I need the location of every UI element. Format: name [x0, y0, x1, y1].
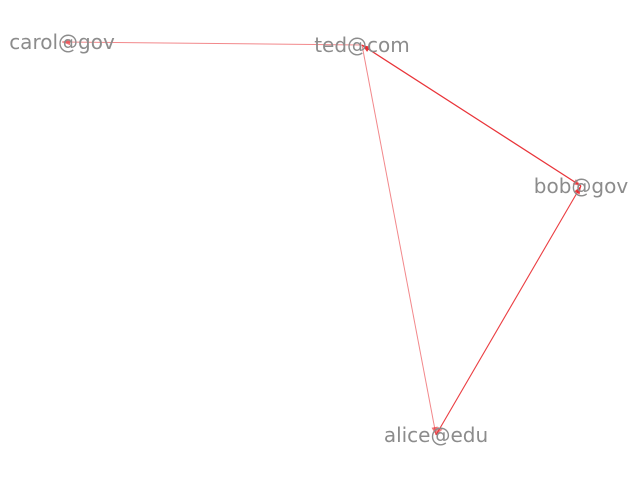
node-label-ted[interactable]: ted@com	[314, 33, 410, 57]
edge-ted-to-carol	[61, 41, 363, 46]
node-label-bob[interactable]: bob@gov	[534, 174, 629, 198]
arrowhead-alice-to-bob	[574, 186, 581, 195]
node-label-alice[interactable]: alice@edu	[384, 423, 488, 447]
arrowhead-ted-to-alice	[431, 426, 438, 435]
edge-bob-to-alice	[435, 185, 582, 436]
node-layer: carol@gov ted@com bob@gov alice@edu	[9, 30, 628, 447]
arrowhead-ted-to-bob	[572, 179, 581, 186]
edge-ted-to-bob	[361, 44, 582, 187]
edge-alice-to-bob	[435, 185, 582, 436]
arrowhead-bob-to-alice	[436, 426, 443, 435]
edge-layer	[61, 39, 582, 436]
arrowhead-ted-to-carol	[62, 39, 71, 46]
edge-ted-to-alice	[361, 44, 437, 436]
node-label-carol[interactable]: carol@gov	[9, 30, 115, 54]
